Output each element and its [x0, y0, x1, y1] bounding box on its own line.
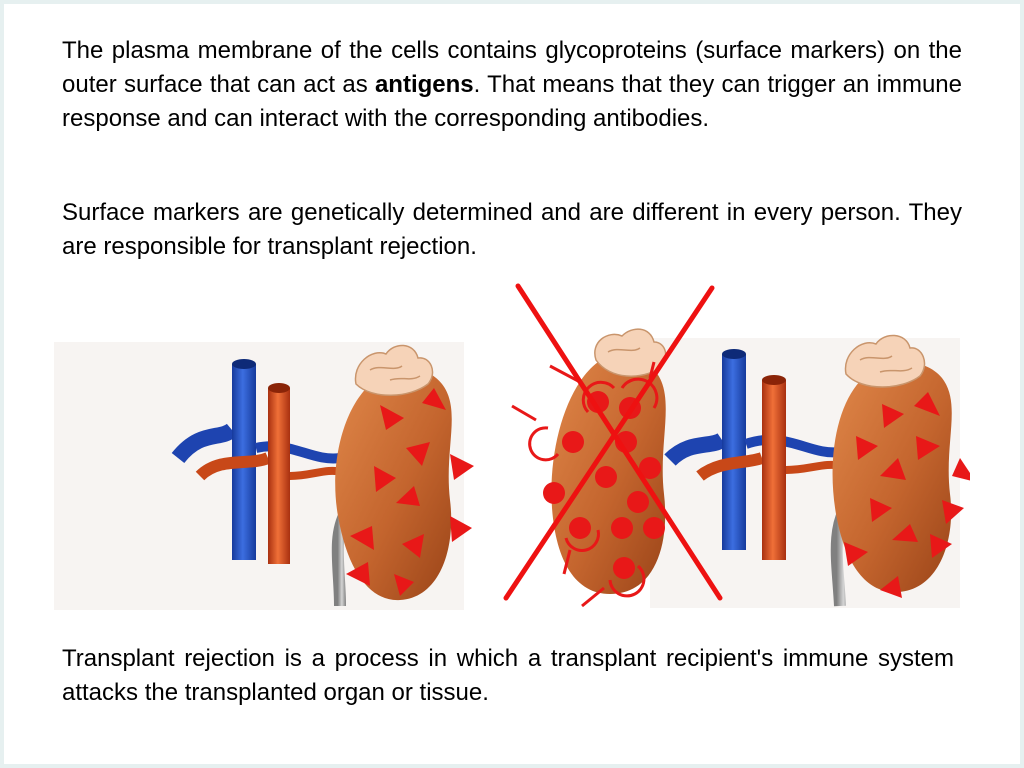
- antibody-stem: [511, 404, 537, 422]
- circle-marker-icon: [543, 482, 565, 504]
- vein-icon: [664, 349, 841, 550]
- middle-panel: [503, 283, 723, 608]
- antibody-icon: [608, 564, 646, 598]
- circle-marker-icon: [595, 466, 617, 488]
- left-panel: [171, 344, 474, 607]
- kidney-transplant-illustration: [54, 283, 970, 610]
- antibody-stem: [648, 361, 656, 379]
- antibody-icon: [564, 529, 600, 552]
- triangle-marker-icon: [870, 498, 892, 522]
- triangle-marker-icon: [346, 562, 370, 586]
- triangle-marker-icon: [880, 576, 902, 598]
- triangle-marker-icon: [844, 542, 868, 566]
- right-panel: [664, 334, 970, 607]
- paragraph-transplant-rejection: Transplant rejection is a process in whi…: [62, 645, 954, 706]
- triangle-marker-icon: [450, 516, 472, 542]
- antibodies: [511, 361, 659, 608]
- slide: The plasma membrane of the cells contain…: [4, 4, 1020, 764]
- triangle-marker-icon: [856, 436, 878, 460]
- triangle-marker-icon: [422, 388, 446, 410]
- circle-marker-icon: [613, 557, 635, 579]
- p1-text-end: . That means that they can trigger an im…: [62, 71, 962, 132]
- triangle-marker-icon: [952, 458, 970, 481]
- artery-icon: [696, 375, 843, 560]
- triangle-marker-icon: [402, 534, 424, 558]
- triangle-marker-icon: [374, 466, 396, 492]
- antibody-stem: [562, 549, 572, 575]
- paragraph-antigens: The plasma membrane of the cells contain…: [62, 34, 962, 136]
- red-x-icon: [503, 283, 723, 601]
- triangle-marker-icon: [914, 392, 940, 416]
- circle-marker-icon: [562, 431, 584, 453]
- circle-marker-icon: [639, 457, 661, 479]
- triangle-marker-icon: [394, 574, 414, 596]
- circle-marker-icon: [569, 517, 591, 539]
- triangle-marker-icon: [380, 405, 404, 430]
- triangle-marker-icon: [930, 534, 952, 558]
- antibody-icon: [581, 380, 616, 414]
- surface-markers-left: [346, 388, 474, 596]
- triangle-marker-icon: [406, 442, 430, 466]
- circle-marker-icon: [611, 517, 633, 539]
- triangle-marker-icon: [880, 458, 906, 480]
- antibody-stem: [581, 586, 605, 608]
- triangle-marker-icon: [892, 524, 918, 542]
- circle-marker-icon: [643, 517, 665, 539]
- triangle-marker-icon: [916, 436, 940, 460]
- triangle-marker-icon: [882, 404, 904, 428]
- triangle-marker-icon: [942, 500, 964, 524]
- antibody-icon: [528, 426, 560, 462]
- triangle-marker-icon: [396, 486, 420, 506]
- circle-marker-icon: [627, 491, 649, 513]
- surface-markers-right: [844, 392, 970, 598]
- artery-icon: [195, 383, 343, 564]
- p1-keyword-antigens: antigens: [374, 71, 474, 98]
- antibody-stem: [549, 364, 581, 384]
- triangle-marker-icon: [450, 454, 474, 480]
- triangle-marker-icon: [350, 526, 374, 550]
- p1-text-start: The plasma membrane of the cells contain…: [62, 37, 962, 98]
- paragraph-surface-markers: Surface markers are genetically determin…: [62, 199, 962, 260]
